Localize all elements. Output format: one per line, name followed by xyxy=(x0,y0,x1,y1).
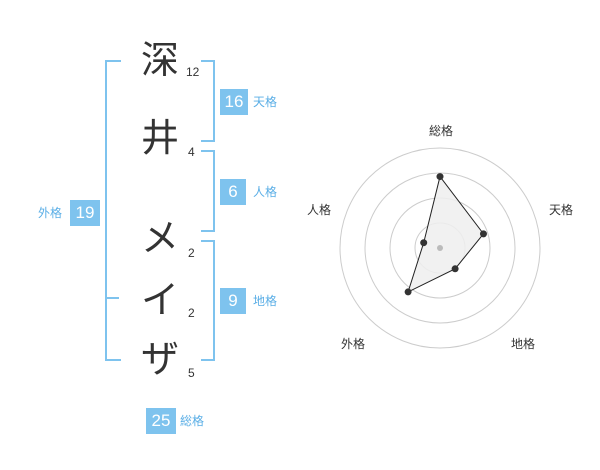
radar-point-4 xyxy=(404,288,412,296)
name-char-5: ザ xyxy=(140,337,179,381)
name-char-2: 井 xyxy=(140,116,179,160)
stroke-count-2: 4 xyxy=(188,145,195,159)
stroke-count-3: 2 xyxy=(188,246,195,260)
radar-label-tenkaku: 天格 xyxy=(549,203,574,217)
stroke-count-4: 2 xyxy=(188,306,195,320)
gaikaku-label: 外格 xyxy=(38,206,63,220)
stroke-count-5: 5 xyxy=(188,366,195,380)
radar-polygon xyxy=(407,175,485,293)
radar-point-3 xyxy=(451,265,459,273)
radar-label-chikaku: 地格 xyxy=(511,337,536,351)
chikaku-label: 地格 xyxy=(253,294,278,308)
jinkaku-label: 人格 xyxy=(253,185,278,199)
tenkaku-label: 天格 xyxy=(253,95,278,109)
radar-label-gaikaku: 外格 xyxy=(341,337,366,351)
gaikaku-bracket xyxy=(105,60,121,361)
tenkaku-badge: 16 xyxy=(220,89,248,115)
radar-grid-ring xyxy=(364,172,516,324)
gaikaku-divider xyxy=(105,297,119,299)
radar-label-soukaku: 総格 xyxy=(429,124,454,138)
radar-point-1 xyxy=(436,173,444,181)
stroke-count-1: 12 xyxy=(186,65,200,79)
name-char-4: イ xyxy=(140,278,179,322)
jinkaku-bracket xyxy=(201,150,215,232)
chikaku-badge: 9 xyxy=(220,288,246,314)
chikaku-bracket xyxy=(201,240,215,361)
radar-grid-ring xyxy=(339,147,541,349)
tenkaku-bracket xyxy=(201,60,215,142)
name-char-3: メ xyxy=(140,216,179,260)
gaikaku-badge: 19 xyxy=(70,200,100,226)
jinkaku-badge: 6 xyxy=(220,179,246,205)
name-char-1: 深 xyxy=(140,38,179,82)
radar-point-2 xyxy=(479,230,487,238)
soukaku-label: 総格 xyxy=(180,414,205,428)
radar-label-jinkaku: 人格 xyxy=(307,203,332,217)
soukaku-badge: 25 xyxy=(146,408,176,434)
radar-center-dot xyxy=(437,245,443,251)
radar-point-5 xyxy=(420,239,428,247)
